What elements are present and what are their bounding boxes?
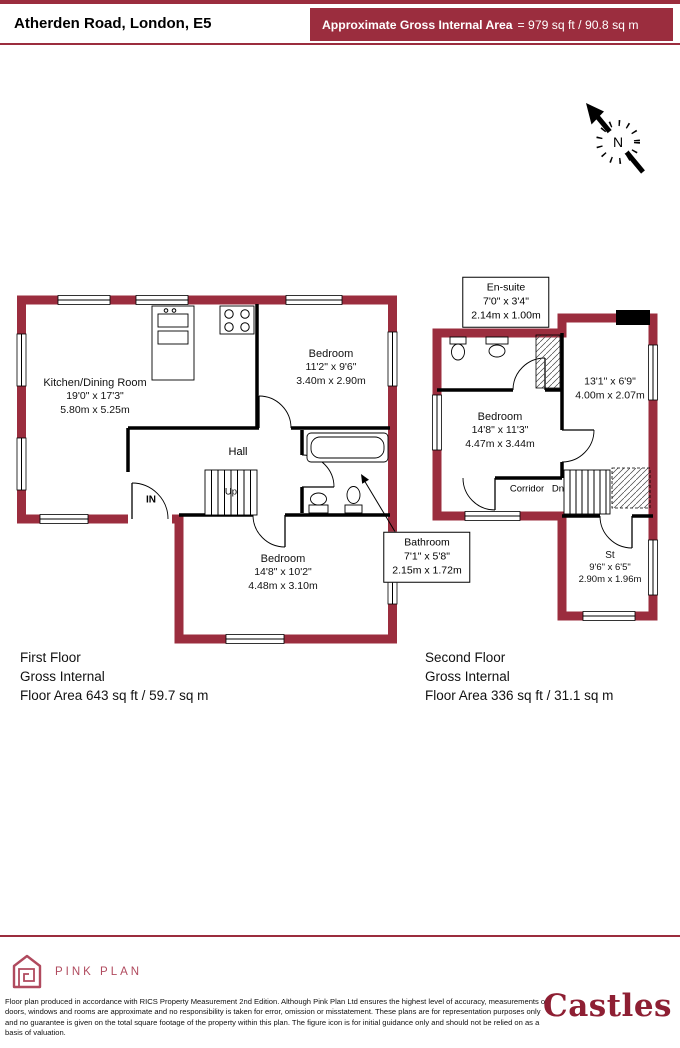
stair-void (611, 467, 651, 509)
bathroom-callout-arrow (361, 474, 401, 541)
ensuite-callout: En-suite 7'0" x 3'4" 2.14m x 1.00m (462, 276, 550, 328)
gross-area-label: Approximate Gross Internal Area (322, 17, 513, 32)
room-dims-imperial: 19'0" x 17'3" (66, 390, 124, 403)
caption-line: First Floor (20, 650, 81, 665)
second-floor-plan (432, 310, 658, 621)
entrance-in-label: IN (146, 494, 156, 506)
room-dims-imperial: 11'2" x 9'6" (305, 361, 357, 374)
kitchen-sink-icon (151, 305, 195, 381)
shower-icon (535, 334, 561, 389)
chimney-block (616, 310, 650, 325)
second-floor-caption: Second Floor Gross Internal Floor Area 3… (425, 648, 613, 705)
header: Atherden Road, London, E5 Approximate Gr… (0, 0, 680, 45)
caption-line: Floor Area 643 sq ft / 59.7 sq m (20, 688, 209, 704)
stairs-down-label: Dn (551, 483, 565, 495)
room-name: En-suite (486, 281, 526, 294)
room-dims-imperial: 14'8" x 11'3" (471, 424, 529, 437)
toilet-icon (344, 486, 363, 514)
room-label-bedroom-second: Bedroom 14'8" x 11'3" 4.47m x 3.44m (465, 410, 534, 452)
gross-area-value: = 979 sq ft / 90.8 sq m (517, 17, 639, 32)
room-dims-metric: 2.14m x 1.00m (471, 310, 541, 323)
room-dims-metric: 3.40m x 2.90m (296, 375, 366, 388)
room-dims-imperial: 7'1" x 5'8" (404, 550, 450, 563)
room-label-bedroom-bottom: Bedroom 14'8" x 10'2" 4.48m x 3.10m (248, 552, 317, 594)
castles-logo: Castles (543, 988, 672, 1024)
room-dims-imperial: 9'6" x 6'5" (589, 562, 631, 574)
room-dims-metric: 4.48m x 3.10m (248, 580, 318, 593)
footer-divider (0, 935, 680, 937)
room-name: Bedroom (308, 348, 354, 361)
caption-line: Second Floor (425, 650, 506, 665)
room-dims-imperial: 14'8" x 10'2" (254, 566, 312, 579)
ensuite-toilet-icon (449, 336, 467, 361)
first-floor-plan (16, 295, 401, 644)
room-dims-metric: 5.80m x 5.25m (60, 404, 130, 417)
gross-area-banner: Approximate Gross Internal Area = 979 sq… (310, 8, 673, 41)
stairs-up-icon (204, 469, 258, 516)
room-label-side-room: 13'1" x 6'9" 4.00m x 2.07m (575, 375, 644, 402)
room-name: St (605, 550, 615, 562)
basin-icon (308, 492, 329, 514)
hall-label: Hall (228, 446, 248, 458)
room-label-kitchen-dining: Kitchen/Dining Room 19'0" x 17'3" 5.80m … (43, 376, 146, 418)
room-label-store: St 9'6" x 6'5" 2.90m x 1.96m (579, 549, 642, 587)
caption-line: Gross Internal (20, 669, 105, 685)
exterior-wall (17, 295, 397, 644)
stairs-down-icon (563, 469, 611, 515)
room-dims-metric: 4.47m x 3.44m (465, 438, 535, 451)
pink-plan-house-icon (12, 954, 42, 989)
room-dims-imperial: 13'1" x 6'9" (584, 375, 636, 388)
room-dims-metric: 4.00m x 2.07m (575, 389, 645, 401)
room-dims-metric: 2.15m x 1.72m (392, 565, 462, 578)
disclaimer-text: Floor plan produced in accordance with R… (5, 997, 548, 1038)
room-label-bedroom-top: Bedroom 11'2" x 9'6" 3.40m x 2.90m (296, 347, 365, 389)
room-dims-imperial: 7'0" x 3'4" (483, 295, 529, 308)
page-title: Atherden Road, London, E5 (14, 15, 212, 32)
stairs-up-label: Up (224, 486, 238, 498)
corridor-label: Corridor (509, 483, 545, 495)
bath-icon (306, 432, 389, 463)
pink-plan-label: PINK PLAN (55, 966, 143, 978)
room-name: Bedroom (260, 553, 306, 566)
room-name: Bathroom (404, 536, 450, 549)
caption-line: Floor Area 336 sq ft / 31.1 sq m (425, 688, 614, 704)
room-name: Kitchen/Dining Room (43, 377, 147, 390)
ensuite-basin-icon (485, 336, 509, 358)
compass-n-label: N (613, 134, 623, 150)
hob-icon (219, 305, 255, 335)
interior-walls (437, 333, 653, 518)
caption-line: Gross Internal (425, 669, 510, 685)
first-floor-caption: First Floor Gross Internal Floor Area 64… (20, 648, 208, 705)
bathroom-callout: Bathroom 7'1" x 5'8" 2.15m x 1.72m (383, 531, 471, 583)
door-opening (128, 513, 172, 525)
compass-north-icon: N (586, 103, 645, 174)
windows (432, 344, 658, 621)
pink-plan-logo: PINK PLAN (12, 954, 142, 990)
room-dims-metric: 2.90m x 1.96m (578, 574, 642, 586)
room-name: Bedroom (477, 411, 523, 424)
door-icon (131, 395, 335, 548)
